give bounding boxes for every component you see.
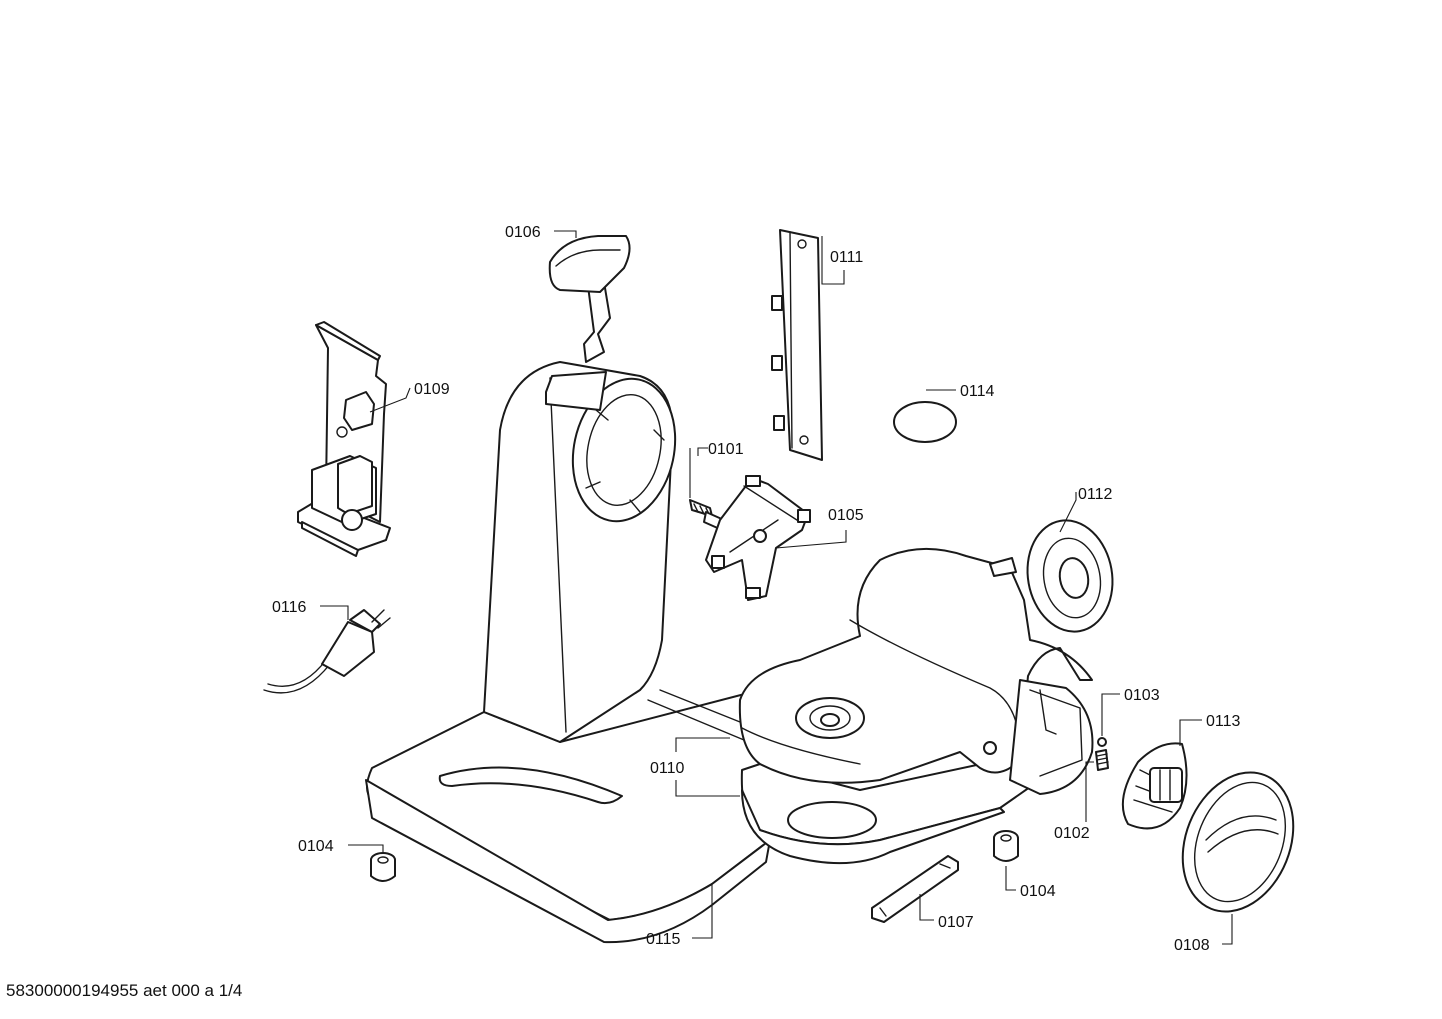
part-bracket-rail [771,229,823,461]
part-spacer-left [370,852,396,882]
callout-leader-lines [320,230,1233,945]
part-spacer-right [993,830,1019,862]
part-power-cord [263,609,391,694]
part-outer-cap [1181,771,1295,913]
callout-0104-right: 0104 [1020,883,1056,900]
callout-0107: 0107 [938,914,974,931]
part-ring-cover [1026,519,1114,633]
callout-0113: 0113 [1206,713,1241,730]
callout-0110: 0110 [650,760,685,777]
callout-0102: 0102 [1054,825,1090,842]
part-control-module [297,321,391,557]
part-lever-knob [548,235,631,363]
callout-0114: 0114 [960,383,995,400]
callout-labels: 0106 0111 0114 0109 0101 0105 0112 0116 … [272,224,1241,954]
part-motor-housing [738,547,1094,865]
part-cross-driver [705,475,811,601]
callout-0103: 0103 [1124,687,1160,704]
callout-0112: 0112 [1078,486,1113,503]
callout-0115: 0115 [646,931,681,948]
callout-0109: 0109 [414,381,450,398]
callout-0101: 0101 [708,441,744,458]
callout-0105: 0105 [828,507,864,524]
callout-0108: 0108 [1174,937,1210,954]
document-code: 58300000194955 aet 000 a 1/4 [6,981,243,1000]
callout-0111: 0111 [830,249,863,266]
part-spring [1095,737,1109,771]
part-disc-cover [893,401,957,443]
callout-0116: 0116 [272,599,307,616]
callout-0106: 0106 [505,224,541,241]
part-base-housing [365,361,791,944]
callout-0104-left: 0104 [298,838,334,855]
part-wrench-key [871,855,959,923]
part-gear-unit [1121,742,1188,830]
